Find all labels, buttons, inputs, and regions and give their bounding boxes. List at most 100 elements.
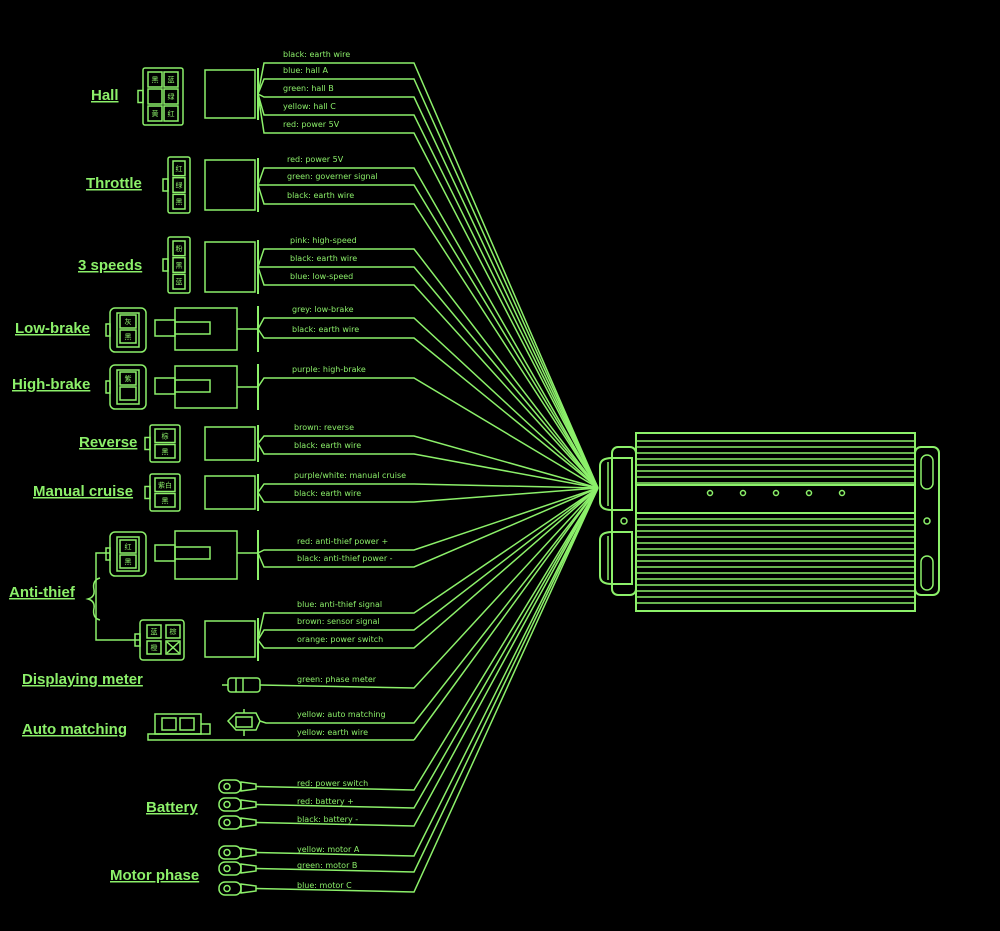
wire-anti-thief-4	[257, 487, 599, 649]
wire-label-manual-cruise: black: earth wire	[294, 489, 361, 498]
wire-battery-0	[255, 487, 599, 791]
wire-hall-1	[257, 78, 599, 489]
wire-hall-2	[257, 93, 599, 489]
cell-glyph: 蓝	[151, 627, 158, 636]
cell-glyph: 绿	[168, 92, 175, 101]
cell-glyph: 棕	[170, 627, 177, 636]
wire-label-throttle: black: earth wire	[287, 191, 354, 200]
label-battery: Battery	[146, 799, 198, 816]
cell-glyph: 蓝	[168, 75, 175, 84]
ring-terminal	[218, 779, 257, 794]
label-auto-matching: Auto matching	[22, 721, 127, 738]
wire-throttle-1	[258, 184, 599, 489]
wire-anti-thief-0	[257, 487, 599, 554]
cell-glyph: 紫	[125, 375, 132, 383]
wire-anti-thief-3	[257, 487, 599, 641]
wire-displaying-meter-0	[259, 487, 599, 689]
wire-label-motor-phase: blue: motor C	[297, 881, 352, 890]
wire-label-manual-cruise: purple/white: manual cruise	[294, 471, 406, 480]
wire-label-battery: red: power switch	[297, 779, 368, 788]
wire-label-hall: red: power 5V	[283, 120, 340, 129]
wire-label-reverse: black: earth wire	[294, 441, 361, 450]
blank-cell	[147, 88, 163, 105]
label-reverse: Reverse	[79, 434, 137, 451]
cell-glyph: 粉	[176, 244, 183, 253]
connector-anti-thief: 红黑蓝棕橙	[85, 530, 259, 661]
connector-battery	[218, 779, 257, 830]
wire-label-anti-thief: orange: power switch	[297, 635, 383, 644]
ring-terminal	[218, 881, 257, 896]
cell-glyph: 蓝	[176, 277, 183, 286]
wire-three-speeds-2	[257, 266, 599, 489]
indicator-dot	[772, 489, 780, 497]
wire-label-low-brake: black: earth wire	[292, 325, 359, 334]
wire-hall-0	[257, 62, 599, 489]
label-throttle: Throttle	[86, 175, 142, 192]
label-high-brake: High-brake	[12, 376, 90, 393]
cell-glyph: 绿	[176, 181, 183, 190]
ring-terminal	[218, 797, 257, 812]
cell-glyph: 橙	[151, 643, 158, 652]
cell-glyph: 灰	[125, 317, 132, 326]
indicator-dot	[739, 489, 747, 497]
wire-label-motor-phase: yellow: motor A	[297, 845, 360, 854]
label-motor-phase: Motor phase	[110, 867, 199, 884]
wire-throttle-0	[257, 167, 599, 489]
wire-label-reverse: brown: reverse	[294, 423, 354, 432]
wire-label-hall: green: hall B	[283, 84, 334, 93]
wire-battery-1	[255, 487, 599, 809]
wire-label-hall: yellow: hall C	[283, 102, 336, 111]
connector-three-speeds: 粉黑蓝	[162, 236, 259, 294]
label-hall: Hall	[91, 87, 119, 104]
wire-label-anti-thief: red: anti-thief power +	[297, 537, 388, 546]
label-three-speeds: 3 speeds	[78, 257, 142, 274]
indicator-dot	[706, 489, 714, 497]
wire-label-throttle: red: power 5V	[287, 155, 344, 164]
wire-label-auto-matching: yellow: auto matching	[297, 710, 386, 719]
cell-glyph: 黑	[162, 448, 169, 456]
wire-auto-matching-1	[413, 487, 599, 741]
wire-label-displaying-meter: green: phase meter	[297, 675, 377, 684]
wire-label-hall: black: earth wire	[283, 50, 350, 59]
connector-low-brake: 灰黑	[105, 306, 259, 353]
wire-three-speeds-1	[258, 266, 599, 489]
wire-throttle-2	[257, 184, 599, 489]
wire-motor-phase-0	[255, 487, 599, 857]
ring-terminal	[218, 861, 257, 876]
connector-manual-cruise: 紫白黑	[144, 473, 259, 512]
wire-low-brake-0	[257, 317, 599, 489]
wire-label-battery: red: battery +	[297, 797, 354, 806]
cell-glyph: 黑	[125, 333, 132, 341]
wire-label-battery: black: battery -	[297, 815, 358, 824]
label-manual-cruise: Manual cruise	[33, 483, 133, 500]
wire-battery-2	[255, 487, 599, 827]
cell-glyph: 黄	[152, 109, 159, 118]
ring-terminal	[218, 845, 257, 860]
wire-anti-thief-2	[257, 487, 599, 641]
wire-low-brake-1	[257, 328, 599, 489]
ring-terminal	[218, 815, 257, 830]
wire-label-hall: blue: hall A	[283, 66, 328, 75]
wire-reverse-1	[257, 443, 599, 489]
connector-motor-phase	[218, 845, 257, 896]
wire-hall-4	[257, 93, 599, 489]
wire-label-anti-thief: blue: anti-thief signal	[297, 600, 382, 609]
connector-auto-matching	[147, 709, 414, 741]
wire-label-auto-matching: yellow: earth wire	[297, 728, 368, 737]
wire-hall-3	[257, 93, 599, 489]
label-displaying-meter: Displaying meter	[22, 671, 143, 688]
wire-label-anti-thief: brown: sensor signal	[297, 617, 380, 626]
wire-label-low-brake: grey: low-brake	[292, 305, 354, 314]
wire-motor-phase-1	[255, 487, 599, 873]
wire-fan	[255, 62, 599, 893]
controller-box	[599, 432, 940, 612]
wire-label-three-speeds: blue: low-speed	[290, 272, 353, 281]
cell-glyph: 黑	[125, 558, 132, 566]
wire-motor-phase-2	[255, 487, 599, 893]
connectors: 黑蓝绿黄红红绿黑粉黑蓝灰黑紫棕黑紫白黑红黑蓝棕橙	[85, 67, 414, 896]
cell-glyph: 黑	[176, 262, 183, 270]
wire-label-throttle: green: governer signal	[287, 172, 378, 181]
cell-glyph: 红	[168, 109, 175, 118]
